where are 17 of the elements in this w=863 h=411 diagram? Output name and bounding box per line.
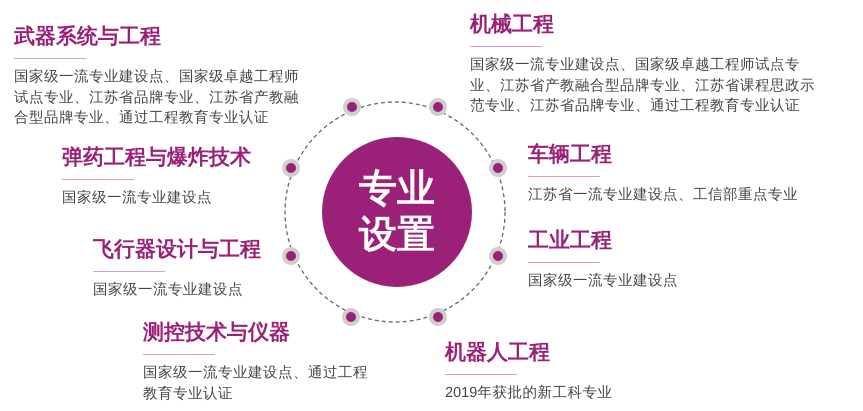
major-description: 江苏省一流专业建设点、工信部重点专业 xyxy=(528,186,799,205)
major-description: 2019年获批的新工科专业 xyxy=(445,384,614,403)
major-description: 国家级一流专业建设点 xyxy=(528,272,679,291)
major-heading: 工业工程 xyxy=(528,228,613,254)
major-description: 国家级一流专业建设点、国家级卓越工程师试点专业、江苏省产教融合型品牌专业、江苏省课程思政示范专业、江苏省品牌专业、通过工程教育专业认证 xyxy=(470,56,816,116)
major-heading: 机器人工程 xyxy=(445,340,551,366)
major-description: 国家级一流专业建设点 xyxy=(93,280,244,300)
major-heading: 武器系统与工程 xyxy=(14,24,162,50)
major-description: 国家级一流专业建设点 xyxy=(62,188,213,208)
major-heading: 弹药工程与爆炸技术 xyxy=(62,145,252,171)
major-heading: 车辆工程 xyxy=(528,142,613,168)
major-heading: 机械工程 xyxy=(470,12,555,38)
major-heading: 测控技术与仪器 xyxy=(143,320,291,346)
major-description: 国家级一流专业建设点、通过工程教育专业认证 xyxy=(143,364,369,404)
major-heading: 飞行器设计与工程 xyxy=(93,237,262,263)
circle-title: 专业设置 xyxy=(358,167,436,258)
major-description: 国家级一流专业建设点、国家级卓越工程师试点专业、江苏省品牌专业、江苏省产教融合型品牌专业、通过工程教育专业认证 xyxy=(14,68,300,128)
